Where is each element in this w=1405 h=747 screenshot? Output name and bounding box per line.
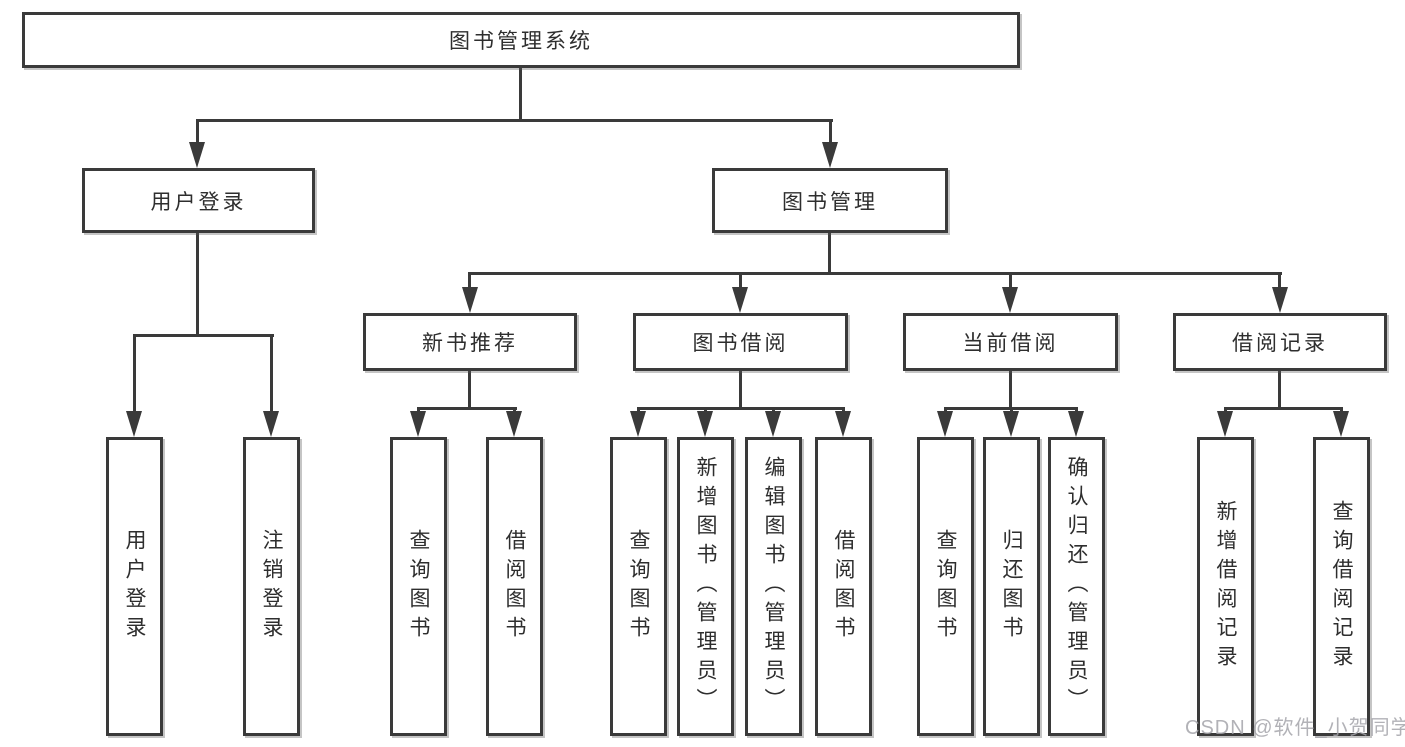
leaf-query-books-recommend: 查询图书: [390, 437, 447, 736]
node-borrow-records: 借阅记录: [1173, 313, 1387, 371]
leaf-confirm-return-admin: 确认归还（管理员）: [1048, 437, 1105, 736]
connector-line: [196, 119, 199, 149]
arrow-down-icon: [1068, 411, 1084, 437]
arrow-down-icon: [126, 411, 142, 437]
arrow-down-icon: [1002, 287, 1018, 313]
leaf-edit-books-admin: 编辑图书（管理员）: [745, 437, 802, 736]
leaf-confirm-return-admin-label: 确认归还（管理员）: [1065, 456, 1088, 717]
leaf-query-books-recommend-label: 查询图书: [407, 528, 430, 645]
leaf-add-borrow-record-label: 新增借阅记录: [1214, 499, 1237, 674]
arrow-down-icon: [937, 411, 953, 437]
connector-line: [739, 371, 742, 409]
arrow-down-icon: [732, 287, 748, 313]
node-new-book-recommend-label: 新书推荐: [422, 332, 518, 355]
leaf-add-books-admin-label: 新增图书（管理员）: [694, 456, 717, 717]
leaf-query-books-current: 查询图书: [917, 437, 974, 736]
node-book-management: 图书管理: [712, 168, 948, 233]
connector-line: [1278, 371, 1281, 409]
node-user-login: 用户登录: [82, 168, 315, 233]
connector-line: [1009, 371, 1012, 409]
leaf-add-books-admin: 新增图书（管理员）: [677, 437, 734, 736]
leaf-borrow-books-recommend-label: 借阅图书: [503, 528, 526, 645]
node-root-label: 图书管理系统: [449, 30, 593, 53]
leaf-query-books-current-label: 查询图书: [934, 528, 957, 645]
leaf-logout: 注销登录: [243, 437, 300, 736]
arrow-down-icon: [1217, 411, 1233, 437]
leaf-query-borrow-record-label: 查询借阅记录: [1330, 499, 1353, 674]
connector-line: [133, 334, 274, 337]
arrow-down-icon: [410, 411, 426, 437]
connector-line: [1224, 407, 1343, 410]
arrow-down-icon: [697, 411, 713, 437]
arrow-down-icon: [822, 142, 838, 168]
connector-line: [196, 119, 833, 122]
connector-line: [828, 233, 831, 275]
connector-line: [270, 334, 273, 416]
csdn-watermark: CSDN @软件_小贺同学: [1185, 717, 1405, 739]
connector-line: [133, 334, 136, 416]
connector-line: [468, 272, 1282, 275]
connector-line: [519, 68, 522, 122]
leaf-query-borrow-record: 查询借阅记录: [1313, 437, 1370, 736]
leaf-return-books-label: 归还图书: [1000, 528, 1023, 645]
leaf-return-books: 归还图书: [983, 437, 1040, 736]
leaf-user-login-label: 用户登录: [123, 528, 146, 645]
connector-line: [1009, 272, 1012, 294]
leaf-borrow-books-borrow: 借阅图书: [815, 437, 872, 736]
connector-line: [739, 272, 742, 294]
connector-line: [637, 407, 845, 410]
leaf-query-books-borrow-label: 查询图书: [627, 528, 650, 645]
arrow-down-icon: [630, 411, 646, 437]
arrow-down-icon: [189, 142, 205, 168]
leaf-borrow-books-recommend: 借阅图书: [486, 437, 543, 736]
leaf-edit-books-admin-label: 编辑图书（管理员）: [762, 456, 785, 717]
connector-line: [196, 233, 199, 337]
arrow-down-icon: [263, 411, 279, 437]
node-root: 图书管理系统: [22, 12, 1020, 68]
leaf-logout-label: 注销登录: [260, 528, 283, 645]
arrow-down-icon: [765, 411, 781, 437]
node-book-management-label: 图书管理: [782, 190, 878, 214]
connector-line: [1278, 272, 1281, 294]
leaf-add-borrow-record: 新增借阅记录: [1197, 437, 1254, 736]
connector-line: [417, 407, 517, 410]
leaf-borrow-books-borrow-label: 借阅图书: [832, 528, 855, 645]
arrow-down-icon: [1333, 411, 1349, 437]
node-new-book-recommend: 新书推荐: [363, 313, 577, 371]
node-book-borrow: 图书借阅: [633, 313, 848, 371]
connector-line: [468, 272, 471, 294]
connector-line: [829, 119, 832, 149]
arrow-down-icon: [1272, 287, 1288, 313]
arrow-down-icon: [835, 411, 851, 437]
node-book-borrow-label: 图书借阅: [692, 332, 789, 355]
node-current-borrow-label: 当前借阅: [962, 332, 1059, 355]
arrow-down-icon: [1003, 411, 1019, 437]
node-borrow-records-label: 借阅记录: [1232, 332, 1328, 355]
node-current-borrow: 当前借阅: [903, 313, 1118, 371]
leaf-user-login: 用户登录: [106, 437, 163, 736]
connector-line: [468, 371, 471, 409]
leaf-query-books-borrow: 查询图书: [610, 437, 667, 736]
node-user-login-label: 用户登录: [150, 190, 247, 214]
arrow-down-icon: [506, 411, 522, 437]
arrow-down-icon: [462, 287, 478, 313]
